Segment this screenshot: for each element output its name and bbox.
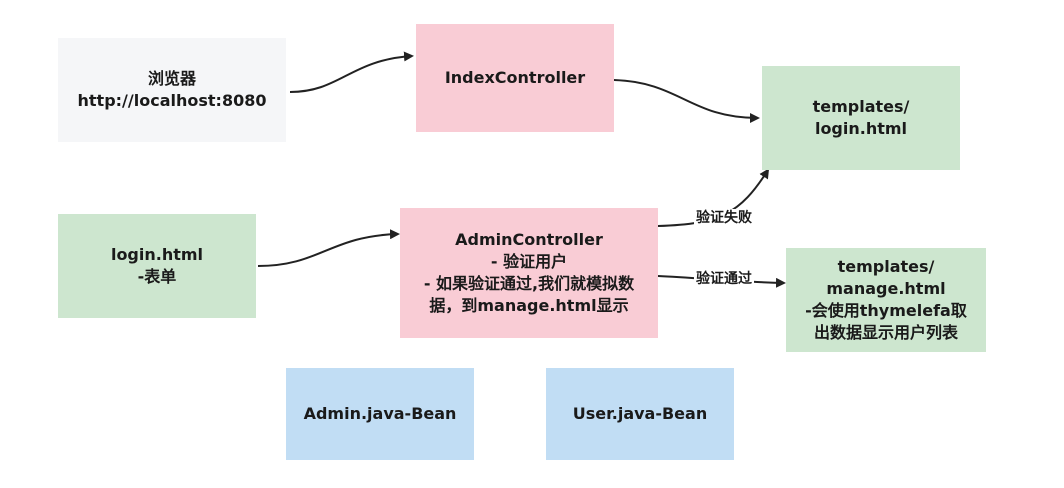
- user-bean-label: User.java-Bean: [572, 404, 708, 423]
- admin-bean-node: Admin.java-Bean: [286, 368, 474, 460]
- login-form-line-1: login.html: [110, 245, 204, 264]
- browser-node: 浏览器 http://localhost:8080: [58, 38, 286, 142]
- browser-line-1: 浏览器: [147, 69, 196, 88]
- browser-line-2: http://localhost:8080: [77, 91, 267, 110]
- templates-manage-line-3: -会使用thymelefa取: [805, 301, 967, 320]
- arrow-login-form-to-admin: [257, 229, 400, 267]
- arrow-browser-to-index: [289, 51, 414, 93]
- edge-label-pass: 验证通过: [694, 270, 754, 288]
- login-form-node: login.html -表单: [58, 214, 256, 318]
- templates-manage-line-1: templates/: [837, 257, 935, 276]
- templates-login-line-1: templates/: [812, 97, 910, 116]
- admin-bean-label: Admin.java-Bean: [303, 404, 457, 423]
- edge-label-fail: 验证失败: [694, 209, 754, 227]
- templates-login-node: templates/ login.html: [762, 66, 960, 170]
- login-form-line-2: -表单: [137, 267, 177, 286]
- templates-manage-line-2: manage.html: [826, 279, 946, 298]
- templates-manage-line-4: 出数据显示用户列表: [813, 323, 958, 342]
- templates-manage-node: templates/ manage.html -会使用thymelefa取 出数…: [786, 248, 986, 352]
- admin-controller-node: AdminController - 验证用户 - 如果验证通过,我们就模拟数 据…: [400, 208, 658, 338]
- templates-login-line-2: login.html: [814, 119, 908, 138]
- admin-controller-line-1: AdminController: [455, 230, 603, 249]
- admin-controller-line-4: 据，到manage.html显示: [429, 296, 629, 315]
- admin-controller-line-3: - 如果验证通过,我们就模拟数: [423, 274, 635, 293]
- admin-controller-line-2: - 验证用户: [490, 252, 568, 271]
- arrow-index-to-login-template: [613, 79, 760, 123]
- user-bean-node: User.java-Bean: [546, 368, 734, 460]
- index-controller-node: IndexController: [416, 24, 614, 132]
- index-controller-label: IndexController: [444, 68, 586, 87]
